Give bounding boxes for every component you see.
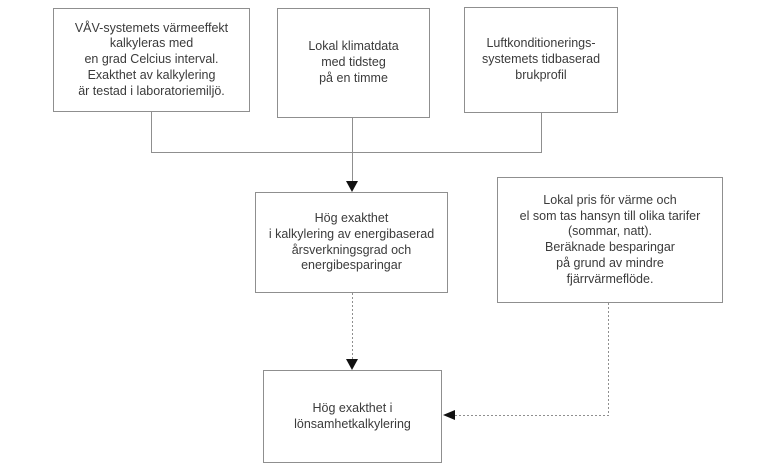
connector-price-horizontal bbox=[455, 415, 609, 416]
connector-stem-climate bbox=[352, 118, 353, 153]
arrowhead-left-into-profitability-icon bbox=[443, 410, 455, 420]
flow-box-high-accuracy-profitability: Hög exakthet i lönsamhetkalkylering bbox=[263, 370, 442, 463]
connector-price-vertical bbox=[608, 303, 609, 415]
flow-box-ac-usage-profile: Luftkonditionerings- systemets tidbasera… bbox=[464, 7, 618, 113]
flow-box-vav-heat-output-label: VÅV-systemets värmeeffekt kalkyleras med… bbox=[74, 20, 229, 98]
connector-stem-vav bbox=[151, 112, 152, 153]
flow-box-high-accuracy-profitability-label: Hög exakthet i lönsamhetkalkylering bbox=[294, 400, 411, 431]
connector-bus-horizontal bbox=[151, 152, 542, 153]
flow-box-high-accuracy-energy: Hög exakthet i kalkylering av energibase… bbox=[255, 192, 448, 293]
arrowhead-down-into-profitability-icon bbox=[346, 359, 358, 370]
flow-box-high-accuracy-energy-label: Hög exakthet i kalkylering av energibase… bbox=[268, 211, 435, 273]
flow-box-local-climate-data-label: Lokal klimatdata med tidsteg på en timme bbox=[308, 39, 399, 85]
connector-stem-ac bbox=[541, 113, 542, 153]
flow-box-local-price-tariffs-label: Lokal pris för värme och el som tas hans… bbox=[519, 192, 701, 286]
flow-box-local-price-tariffs: Lokal pris för värme och el som tas hans… bbox=[497, 177, 723, 303]
connector-bus-to-energy bbox=[352, 153, 353, 182]
flow-box-vav-heat-output: VÅV-systemets värmeeffekt kalkyleras med… bbox=[53, 8, 250, 112]
flow-box-local-climate-data: Lokal klimatdata med tidsteg på en timme bbox=[277, 8, 430, 118]
flow-box-ac-usage-profile-label: Luftkonditionerings- systemets tidbasera… bbox=[481, 36, 601, 82]
connector-energy-to-profitability bbox=[352, 293, 353, 359]
arrowhead-down-into-energy-icon bbox=[346, 181, 358, 192]
